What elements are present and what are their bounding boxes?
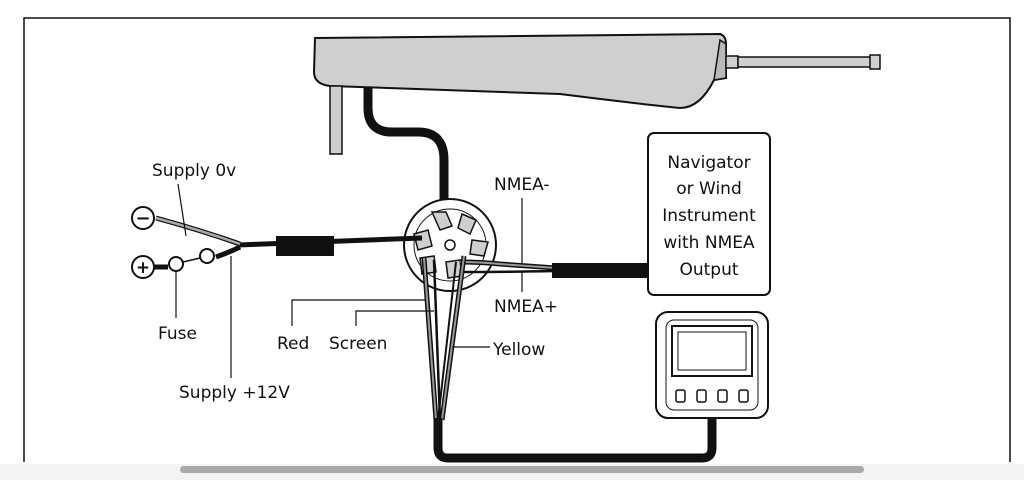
compass-unit	[312, 32, 881, 155]
negative-terminal	[131, 206, 155, 230]
screen-leader	[355, 310, 434, 326]
label-supply-12v: Supply +12V	[179, 383, 290, 403]
display-button-1	[675, 389, 686, 403]
label-yellow: Yellow	[492, 340, 545, 360]
instrument-box-line-4: with NMEA	[663, 233, 755, 253]
instrument-box-line-1: Navigator	[667, 153, 750, 173]
junction-box	[403, 198, 497, 292]
instrument-box-line-5: Output	[679, 260, 738, 280]
label-nmea-plus: NMEA+	[494, 297, 558, 317]
yellow-wire-2	[437, 261, 457, 421]
label-nmea-minus: NMEA-	[494, 175, 550, 195]
display-button-2	[696, 389, 707, 403]
supply-0v-leader	[177, 183, 187, 237]
scrollbar-thumb[interactable]	[180, 466, 864, 473]
instrument-box-line-3: Instrument	[662, 206, 756, 226]
display-cable	[433, 418, 717, 463]
label-red: Red	[277, 334, 309, 354]
nmea-cable	[552, 263, 650, 278]
red-leader	[291, 299, 426, 326]
instrument-box-line-2: or Wind	[676, 179, 742, 199]
positive-terminal-symbol: +	[136, 258, 150, 278]
label-supply-0v: Supply 0v	[152, 161, 236, 181]
display-unit	[655, 311, 769, 419]
supply-12v-wire	[154, 244, 242, 270]
screen-wire	[432, 259, 442, 421]
compass-cable	[363, 88, 449, 200]
fuse-holder-right	[199, 248, 215, 264]
instrument-box	[647, 132, 771, 296]
diagram-border	[23, 17, 1011, 462]
nmea-plus-wire	[461, 269, 557, 274]
fuse-element	[182, 257, 201, 263]
fuse-holder-left	[168, 256, 184, 272]
label-fuse: Fuse	[158, 324, 197, 344]
negative-terminal-symbol: −	[135, 208, 150, 229]
display-button-3	[717, 389, 728, 403]
positive-terminal	[131, 255, 155, 279]
supply-sleeve	[276, 236, 334, 256]
display-button-4	[738, 389, 749, 403]
label-screen: Screen	[329, 334, 387, 354]
